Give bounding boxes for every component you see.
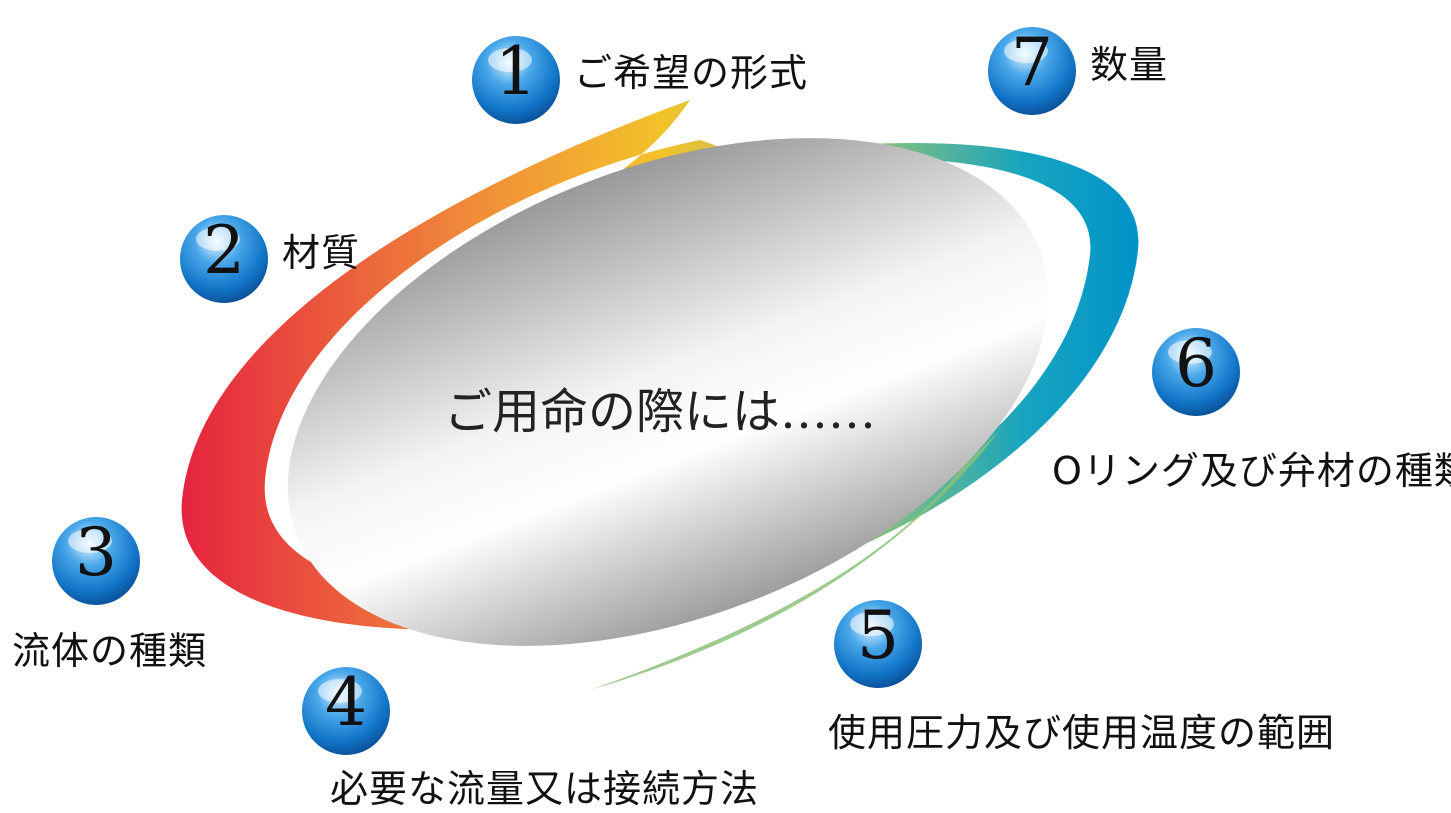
step-1-badge: 1 bbox=[470, 34, 562, 126]
step-5-label: 使用圧力及び使用温度の範囲 bbox=[828, 711, 1336, 755]
step-3-number: 3 bbox=[75, 514, 117, 591]
step-2-number: 2 bbox=[203, 212, 245, 289]
sphere-icon bbox=[1152, 328, 1240, 416]
step-2-badge: 2 bbox=[178, 213, 270, 305]
sphere-icon bbox=[472, 36, 560, 124]
step-4-number: 4 bbox=[325, 664, 367, 741]
step-3-label: 流体の種類 bbox=[12, 629, 208, 673]
sphere-icon bbox=[988, 27, 1076, 115]
step-5-badge: 5 bbox=[832, 598, 924, 690]
step-3-badge: 3 bbox=[50, 515, 142, 607]
step-2-label: 材質 bbox=[282, 231, 361, 275]
step-4-label: 必要な流量又は接続方法 bbox=[330, 767, 760, 811]
step-6-number: 6 bbox=[1175, 325, 1217, 402]
step-7-badge: 7 bbox=[986, 25, 1078, 117]
step-7-number: 7 bbox=[1011, 24, 1053, 101]
sphere-icon bbox=[52, 517, 140, 605]
center-title: ご用命の際には…… bbox=[443, 384, 876, 440]
step-6-badge: 6 bbox=[1150, 326, 1242, 418]
center-ellipse bbox=[287, 138, 1049, 646]
sphere-icon bbox=[834, 600, 922, 688]
step-1-number: 1 bbox=[495, 33, 537, 110]
ring-outer-band bbox=[181, 100, 1139, 630]
step-6-label: Oリング及び弁材の種類 bbox=[1052, 449, 1451, 493]
step-5-number: 5 bbox=[857, 597, 899, 674]
sphere-icon bbox=[180, 215, 268, 303]
step-1-label: ご希望の形式 bbox=[574, 51, 809, 95]
step-4-badge: 4 bbox=[300, 665, 392, 757]
step-7-label: 数量 bbox=[1090, 43, 1169, 87]
sphere-icon bbox=[302, 667, 390, 755]
